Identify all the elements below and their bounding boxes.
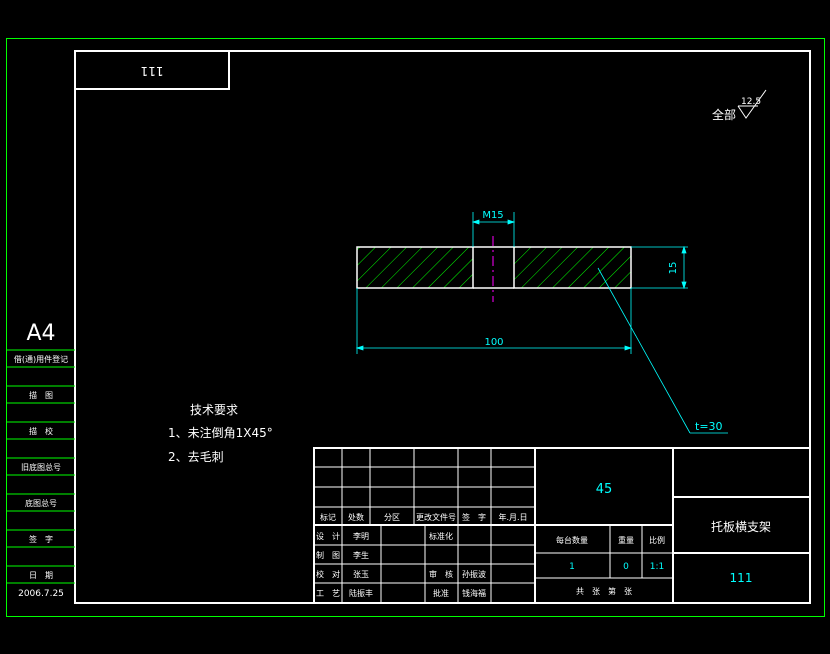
tech-requirements: 技术要求 1、未注倒角1X45° 2、去毛刺 — [168, 403, 273, 464]
weight-header-2: 重量 — [618, 535, 634, 545]
rev-header-5: 签 字 — [462, 512, 486, 522]
header-box: 111 — [74, 50, 230, 90]
sheet-size: A4 — [26, 321, 55, 346]
rev-header-2: 处数 — [348, 512, 364, 522]
roughness-symbol — [737, 89, 767, 119]
sign-name-1: 李明 — [353, 531, 369, 541]
strip-row-6: 签 字 — [29, 534, 53, 544]
drawing-number: 111 — [730, 571, 753, 585]
dim-hole: M15 — [482, 210, 503, 221]
sign-std-label-1: 标准化 — [429, 531, 453, 541]
weight-value-3: 1:1 — [650, 562, 664, 572]
weight-header-3: 比例 — [649, 535, 665, 545]
dimensions — [355, 212, 728, 434]
sign-name-2: 李生 — [353, 550, 369, 560]
strip-row-2: 描 图 — [29, 390, 53, 400]
strip-row-4: 旧底图总号 — [21, 462, 61, 472]
sign-std-label-3: 审 核 — [429, 569, 453, 579]
sign-role-4: 工 艺 — [316, 589, 340, 598]
part-section — [356, 236, 632, 302]
material: 45 — [596, 482, 613, 497]
weight-value-2: 0 — [623, 562, 629, 572]
strip-row-7: 日 期 — [29, 571, 53, 580]
title-block: 标记 处数 分区 更改文件号 签 字 年.月.日 设 计 李明 标准化 制 图 … — [313, 447, 811, 604]
rev-header-3: 分区 — [384, 513, 400, 522]
weight-header-1: 每台数量 — [556, 535, 588, 545]
left-strip: A4 借(通)用件登记 描 图 描 校 旧底图总号 底图总号 签 字 日 期 2… — [6, 321, 75, 599]
sign-std-name-3: 孙振波 — [462, 569, 486, 579]
tech-item-2: 2、去毛刺 — [168, 450, 224, 464]
sign-role-2: 制 图 — [316, 550, 340, 560]
outer-frame — [6, 38, 825, 617]
surface-finish-label: 全部 — [712, 107, 736, 122]
sheets: 共 张 第 张 — [576, 586, 632, 596]
tech-title: 技术要求 — [190, 403, 238, 417]
sign-name-4: 陆振丰 — [349, 588, 373, 598]
dim-thickness: t=30 — [695, 420, 723, 433]
hatch-right — [513, 246, 632, 289]
surface-finish: 全部 12.5 — [712, 89, 767, 122]
tech-item-1: 1、未注倒角1X45° — [168, 425, 273, 440]
sign-name-3: 张玉 — [353, 570, 369, 579]
rev-header-4: 更改文件号 — [416, 512, 456, 522]
rev-header-6: 年.月.日 — [498, 512, 527, 522]
dim-height: 15 — [668, 262, 679, 275]
hatch-left — [356, 246, 474, 289]
dim-length: 100 — [484, 337, 503, 348]
rev-header-1: 标记 — [320, 512, 336, 522]
sign-role-1: 设 计 — [316, 531, 340, 541]
part-name: 托板横支架 — [711, 520, 771, 534]
strip-row-3: 描 校 — [29, 426, 53, 436]
header-code: 111 — [141, 64, 164, 78]
strip-row-5: 底图总号 — [25, 498, 57, 508]
roughness-value: 12.5 — [741, 97, 761, 107]
strip-row-1: 借(通)用件登记 — [14, 354, 68, 364]
sign-role-3: 校 对 — [316, 569, 340, 579]
weight-value-1: 1 — [569, 562, 575, 572]
strip-date: 2006.7.25 — [18, 589, 64, 599]
sign-std-label-4: 批准 — [433, 588, 449, 598]
sign-std-name-4: 钱海福 — [462, 588, 486, 598]
